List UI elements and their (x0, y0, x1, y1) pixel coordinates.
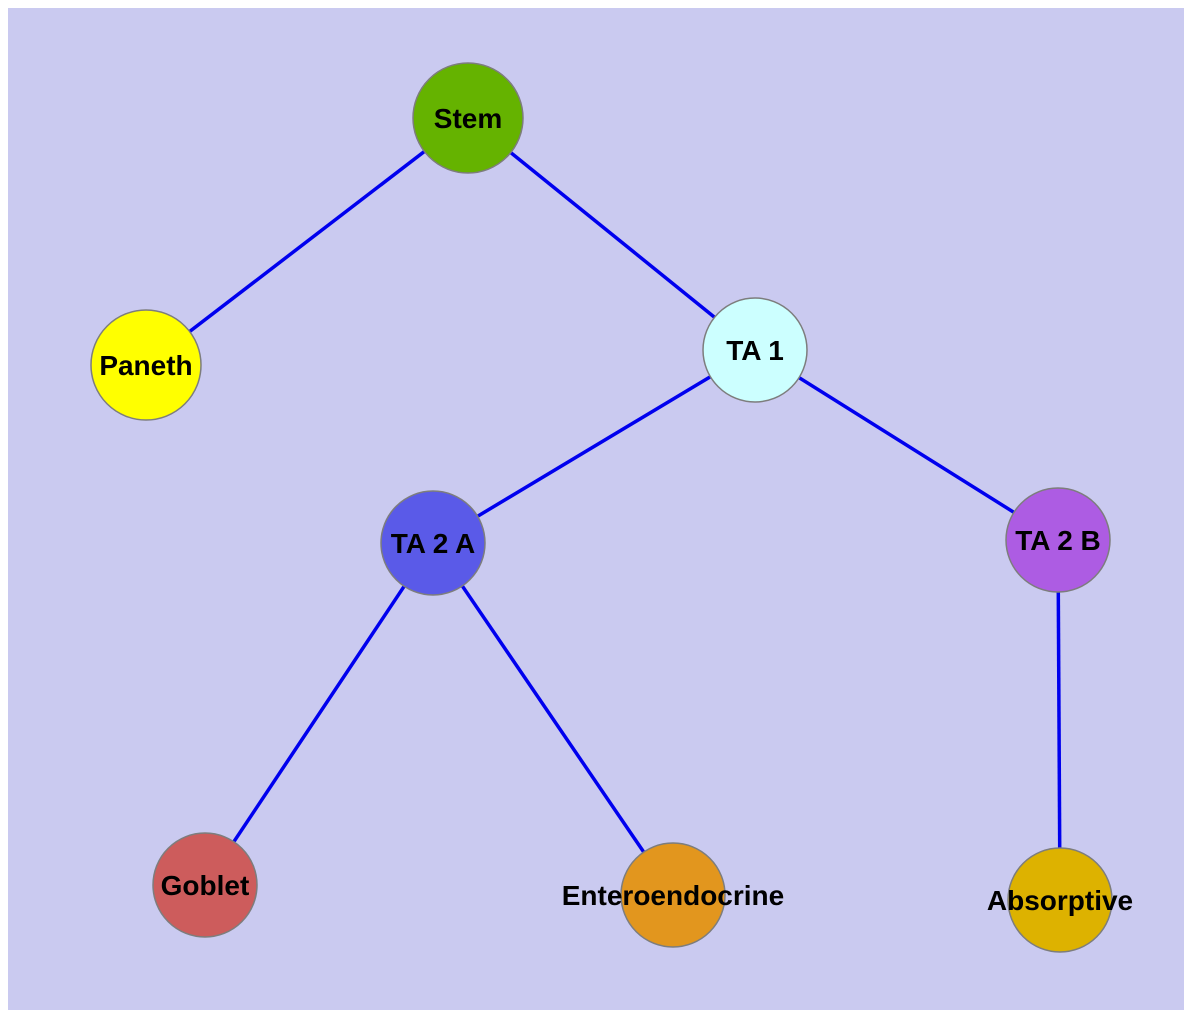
node-enteroendocrine-circle (620, 842, 726, 948)
node-ta1-label: TA 1 (726, 335, 784, 366)
node-ta1: TA 1 (702, 297, 808, 403)
edge-ta1-ta2a (432, 348, 756, 545)
node-goblet: Goblet (152, 832, 258, 938)
node-ta2b-label: TA 2 B (1015, 525, 1101, 556)
node-paneth-circle (90, 309, 202, 421)
node-stem-label: Stem (434, 103, 502, 134)
node-enteroendocrine-label: Enteroendocrine (562, 880, 784, 911)
edge-ta2b-absorptive (1056, 539, 1062, 901)
edge-stem-ta1 (466, 116, 757, 352)
node-goblet-label: Goblet (161, 870, 250, 901)
node-absorptive-circle (1007, 847, 1113, 953)
node-absorptive-label: Absorptive (987, 885, 1133, 916)
node-paneth-label: Paneth (99, 350, 192, 381)
node-goblet-circle (152, 832, 258, 938)
node-ta2b-circle (1005, 487, 1111, 593)
node-ta1-circle (702, 297, 808, 403)
node-absorptive: Absorptive (987, 847, 1133, 953)
edge-ta2a-goblet (203, 542, 435, 886)
edge-ta1-ta2b (754, 348, 1059, 542)
edge-ta2a-enteroendocrine (431, 542, 675, 896)
node-ta2a-label: TA 2 A (391, 528, 476, 559)
node-stem-circle (412, 62, 524, 174)
node-ta2a: TA 2 A (380, 490, 486, 596)
edge-stem-paneth (144, 116, 470, 367)
node-ta2a-circle (380, 490, 486, 596)
node-enteroendocrine: Enteroendocrine (562, 842, 784, 948)
node-ta2b: TA 2 B (1005, 487, 1111, 593)
node-paneth: Paneth (90, 309, 202, 421)
node-stem: Stem (412, 62, 524, 174)
